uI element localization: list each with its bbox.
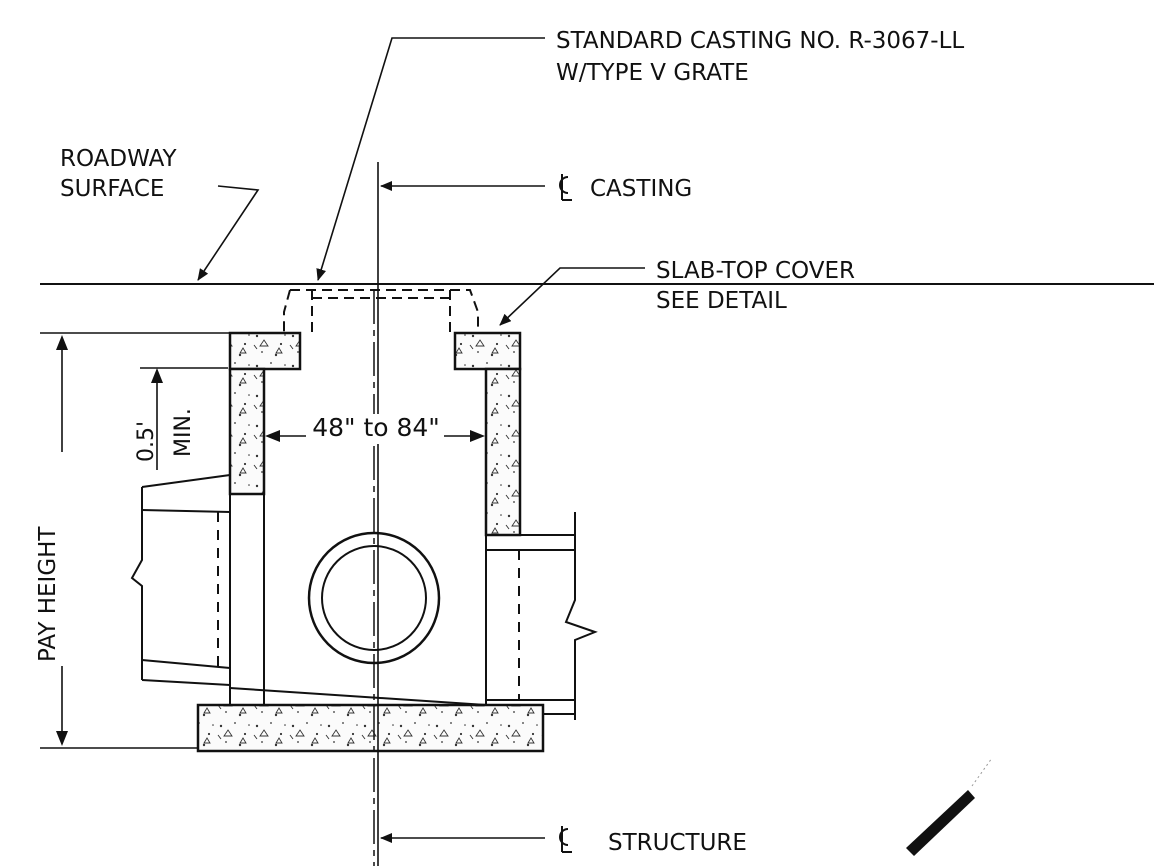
width-dimension-label: 48" to 84" [312, 413, 440, 442]
pay-height-label-gap [50, 452, 74, 666]
cl-structure-label: STRUCTURE [608, 830, 747, 856]
cl-casting-label: CASTING [590, 176, 692, 202]
right-pipe [486, 512, 598, 720]
slab-callout-line1: SLAB-TOP COVER [656, 258, 855, 284]
pencil-mark [906, 790, 975, 856]
min-depth-note: MIN. [171, 408, 196, 457]
slab-top-cover-right-fill [456, 334, 519, 368]
slab-callout-line2: SEE DETAIL [656, 288, 787, 314]
casting-callout-leader [316, 37, 545, 281]
left-wall-fill [231, 370, 263, 493]
standard-casting [283, 289, 479, 333]
width-label-gap [310, 414, 440, 444]
min-depth-arrow-top [151, 368, 163, 383]
slab-top-cover-left-fill [231, 334, 299, 368]
pencil-mark-tail [971, 757, 993, 787]
cl-structure-symbol [559, 826, 572, 853]
slab-callout-leader [499, 267, 645, 326]
outlet-pipe-inner [321, 545, 427, 651]
casting-callout-line2: W/TYPE V GRATE [556, 60, 749, 86]
width-arrow-right [470, 430, 485, 442]
cl-casting-symbol [559, 174, 572, 201]
min-depth-value: 0.5' [134, 421, 159, 462]
base-slab-fill [199, 706, 542, 750]
roadway-callout-line1: ROADWAY [60, 146, 178, 172]
left-pipe [130, 474, 231, 686]
roadway-callout-line2: SURFACE [60, 176, 164, 202]
sloped-floor-line [229, 687, 487, 706]
pay-height-arrow-top [56, 335, 68, 350]
right-wall-fill [487, 370, 519, 534]
width-arrow-left [265, 430, 280, 442]
pay-height-label: PAY HEIGHT [35, 526, 61, 662]
roadway-callout-leader [197, 185, 260, 281]
casting-callout-line1: STANDARD CASTING NO. R-3067-LL [556, 28, 964, 54]
pay-height-arrow-bottom [56, 731, 68, 746]
